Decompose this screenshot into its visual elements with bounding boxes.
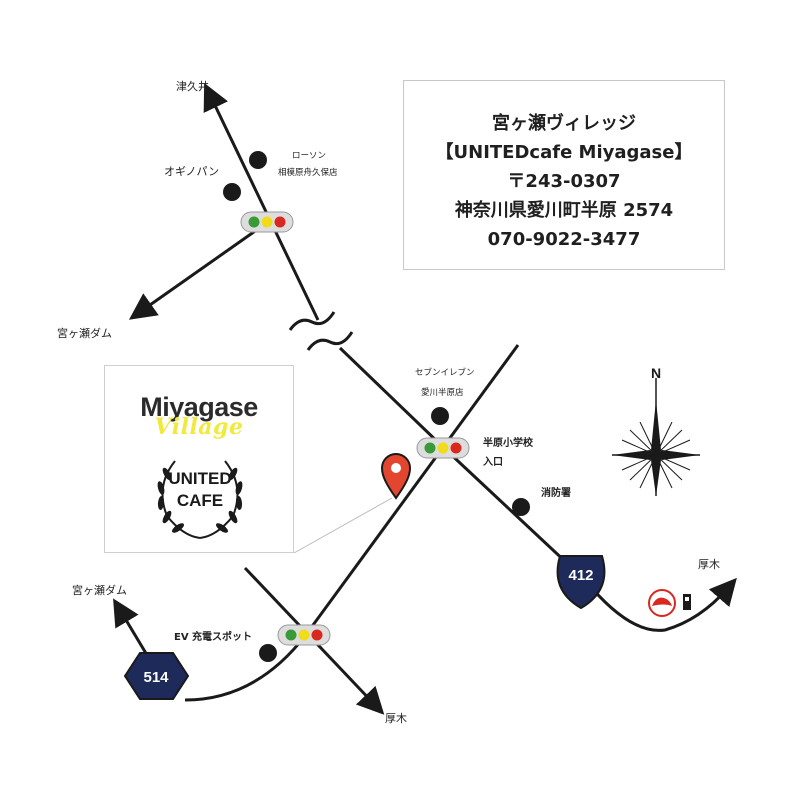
- route-514-label: 514: [143, 669, 169, 686]
- road-atsugi-right: [583, 577, 737, 632]
- location-pin-icon: [380, 453, 412, 500]
- label-dam-top: 宮ヶ瀬ダム: [57, 327, 112, 340]
- united-cafe-emblem: UNITED CAFE: [157, 460, 243, 539]
- label-fire-station: 消防署: [541, 488, 571, 499]
- road-ne: [303, 344, 520, 637]
- route-514-shield: 514: [123, 652, 190, 700]
- label-ogino-pan: オギノパン: [164, 165, 220, 178]
- compass-icon: N: [612, 365, 700, 496]
- road-dam-bottom: [113, 598, 152, 661]
- venue-name: 宮ヶ瀬ヴィレッジ: [492, 113, 636, 134]
- address-box: 宮ヶ瀬ヴィレッジ 【UNITEDcafe Miyagase】 〒243-0307…: [403, 80, 725, 270]
- logo-title: Miyagase: [140, 392, 258, 422]
- seven-marker: [431, 407, 449, 425]
- road-dam-top: [128, 220, 269, 320]
- route-412-shield: 412: [556, 555, 606, 610]
- fire-station-marker: [512, 498, 530, 516]
- phone-number: 070-9022-3477: [487, 229, 641, 250]
- lawson-marker: [249, 151, 267, 169]
- traffic-signal-bottom: [277, 624, 331, 646]
- compass-north-label: N: [651, 365, 661, 381]
- label-lawson: ローソン: [292, 151, 327, 161]
- road-break-top: [288, 311, 336, 331]
- route-412-label: 412: [568, 567, 593, 584]
- label-atsugi-right: 厚木: [698, 558, 720, 571]
- label-seven-eleven: セブンイレブン: [415, 368, 475, 378]
- callout-line: [293, 497, 393, 554]
- ev-marker: [259, 644, 277, 662]
- emblem-bottom-text: CAFE: [177, 491, 223, 510]
- label-seven-eleven-branch: 愛川半原店: [421, 388, 464, 398]
- ogino-marker: [223, 183, 241, 201]
- label-tsukui: 津久井: [176, 80, 209, 93]
- label-ev-spot: EV 充電スポット: [174, 632, 253, 643]
- road-break-bottom: [306, 331, 354, 351]
- traffic-signal-top: [240, 211, 294, 233]
- cafe-name: 【UNITEDcafe Miyagase】: [435, 142, 693, 163]
- label-lawson-branch: 相模原舟久保店: [278, 168, 338, 178]
- label-atsugi-bottom: 厚木: [385, 712, 407, 725]
- road-514: [184, 635, 307, 702]
- emblem-top-text: UNITED: [168, 469, 231, 488]
- postal-code: 〒243-0307: [507, 171, 621, 192]
- logo-subtitle: Village: [154, 414, 244, 440]
- label-dam-bottom: 宮ヶ瀬ダム: [72, 584, 127, 597]
- address: 神奈川県愛川町半原 2574: [454, 200, 674, 221]
- logo-box: Miyagase Village UNITED CAFE: [104, 365, 294, 553]
- road-tsukui: [203, 82, 320, 321]
- traffic-signal-middle: [416, 437, 470, 459]
- label-school: 半原小学校: [483, 438, 533, 449]
- road-main: [338, 346, 587, 582]
- label-school-entrance: 入口: [483, 457, 503, 468]
- gas-station-icon: [648, 589, 691, 617]
